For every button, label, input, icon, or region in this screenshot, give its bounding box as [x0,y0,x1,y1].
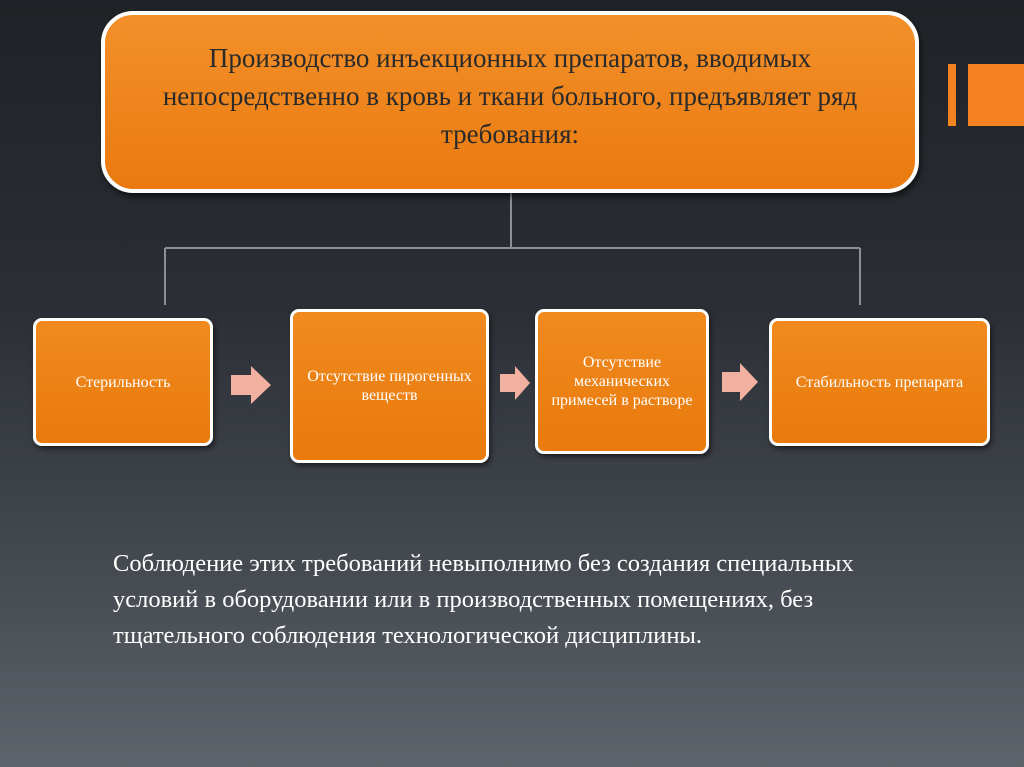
step-label: Стерильность [75,373,171,391]
step-label: Отсутствие пирогенных веществ [307,368,472,404]
header-text: Производство инъекционных препаратов, вв… [162,43,858,149]
step-box-no-pyrogens: Отсутствие пирогенных веществ [290,309,489,463]
arrow-icon [231,366,271,404]
arrow-icon [500,366,530,400]
step-label: Отсутствие механических примесей в раств… [551,354,693,409]
requirements-header-box: Производство инъекционных препаратов, вв… [101,11,919,193]
step-box-no-mechanical-impurities: Отсутствие механических примесей в раств… [535,309,709,454]
step-box-stability: Стабильность препарата [769,318,990,446]
accent-bar-thick [968,64,1024,126]
conclusion-text: Соблюдение этих требований невыполнимо б… [113,550,854,649]
accent-bar-thin [948,64,956,126]
step-label: Стабильность препарата [795,373,964,391]
step-box-sterility: Стерильность [33,318,213,446]
arrow-icon [722,363,758,401]
